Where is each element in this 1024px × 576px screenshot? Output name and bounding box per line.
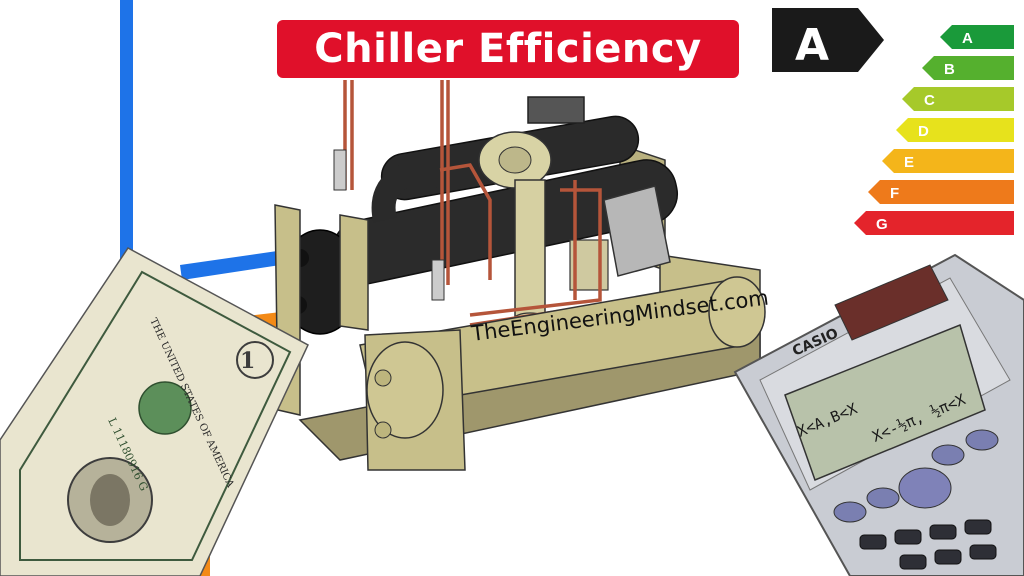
energy-grade-bar-c (902, 87, 1014, 111)
energy-grade-bar-b (922, 56, 1014, 80)
energy-grade-bar-g (854, 211, 1014, 235)
energy-grade-letter-c: C (924, 92, 935, 109)
energy-grade-letter-d: D (918, 123, 929, 140)
energy-grade-bar-f (868, 180, 1014, 204)
energy-grade-letter-b: B (944, 61, 955, 78)
energy-grade-letter-e: E (904, 154, 914, 171)
title-banner: Chiller Efficiency (277, 20, 739, 78)
page-title: Chiller Efficiency (314, 26, 702, 72)
energy-grade-letter-a: A (962, 30, 973, 47)
chiller-unit (274, 80, 766, 471)
energy-grade-letter-f: F (890, 185, 899, 202)
calculator (733, 253, 1024, 576)
energy-grade-letter-g: G (876, 216, 888, 233)
dollar-banknote (0, 247, 309, 576)
energy-grade-bar-e (882, 149, 1014, 173)
energy-grade-bar-d (896, 118, 1014, 142)
banknote-value: 1 (240, 348, 255, 374)
supply-pipe (120, 0, 300, 280)
energy-grade-bar-a (940, 25, 1014, 49)
current-rating-letter: A (795, 20, 829, 71)
